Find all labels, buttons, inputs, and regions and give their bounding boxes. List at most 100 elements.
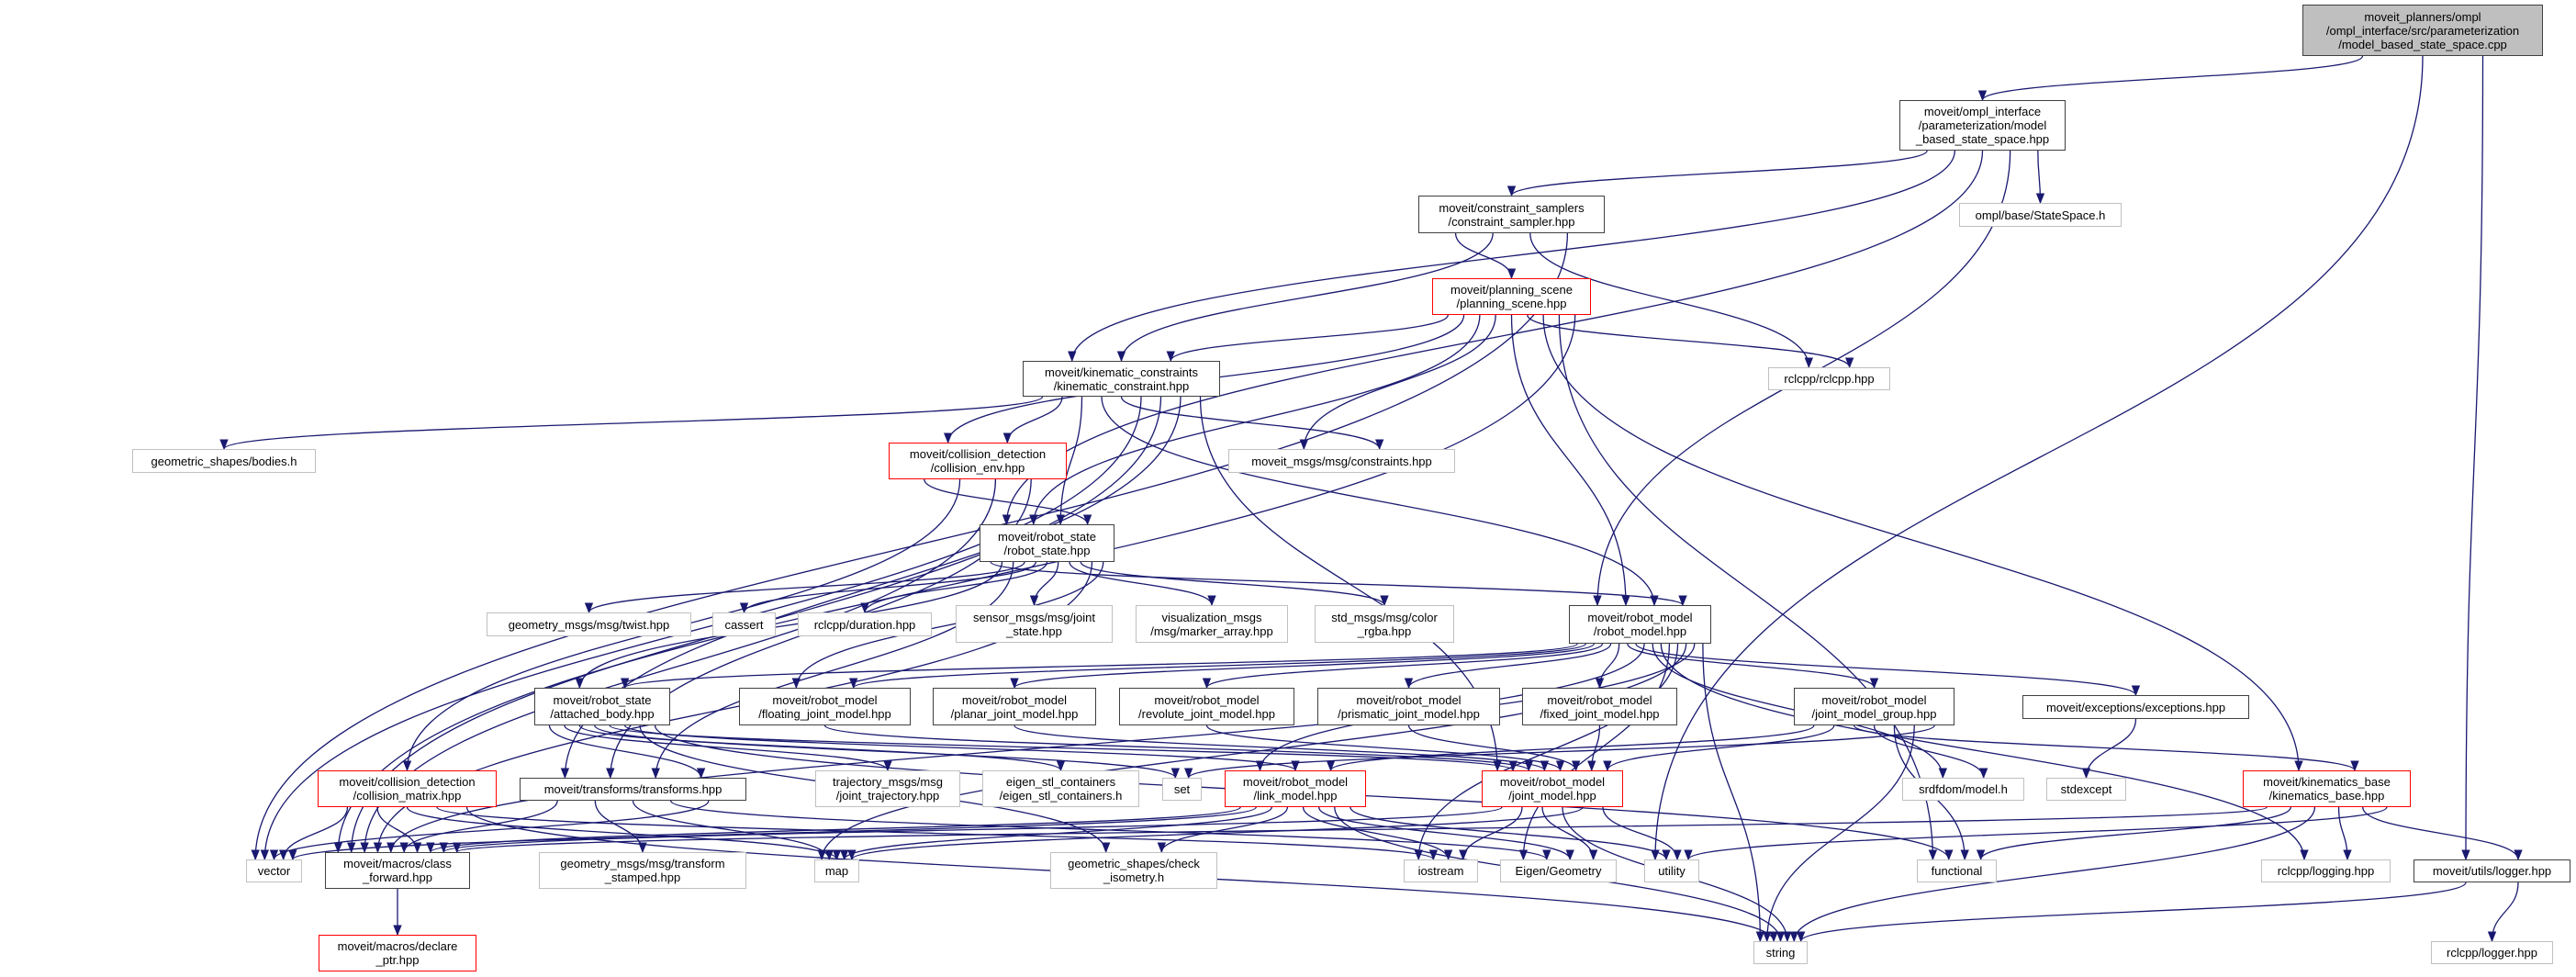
edge-kb-to-logging [2337,806,2352,861]
edge-rm-to-pris [1404,643,1612,690]
edge-ps-to-rm [1510,314,1630,607]
edge-cm-to-ios [436,806,1438,861]
edge-kb-to-string [1789,806,2316,943]
edge-rs-to-tf [651,561,1014,780]
edge-lm-to-iso [1157,806,1289,854]
edge-rs-to-std [1080,561,1389,607]
node-ss: ompl/base/StateSpace.h [1959,203,2122,227]
edge-kc-to-cenv [1002,396,1063,444]
node-estl: eigen_stl_containers /eigen_stl_containe… [982,770,1139,807]
node-lm[interactable]: moveit/robot_model /link_model.hpp [1225,770,1366,807]
edge-rs-to-sensor [1029,561,1059,607]
edge-tf-to-gtf [594,800,647,854]
edge-kb-to-func [1977,806,2291,861]
edge-kc-to-rm [1101,396,1659,607]
node-func: functional [1917,859,1997,882]
edge-jmg-to-srdf [1873,724,1988,780]
edge-lm-to-util [1350,806,1671,861]
edge-ps-to-rs [1029,314,1481,526]
node-planar[interactable]: moveit/robot_model /planar_joint_model.h… [933,688,1096,725]
node-traj: trajectory_msgs/msg /joint_trajectory.hp… [815,770,960,807]
edge-lm-to-vector [288,806,1257,861]
node-root[interactable]: moveit_planners/ompl /ompl_interface/src… [2302,5,2543,56]
node-cf[interactable]: moveit/macros/class _forward.hpp [325,852,470,889]
node-kc[interactable]: moveit/kinematic_constraints /kinematic_… [1023,361,1220,397]
node-cm[interactable]: moveit/collision_detection /collision_ma… [318,770,497,807]
edge-cm-to-map [406,806,842,861]
node-float[interactable]: moveit/robot_model /floating_joint_model… [739,688,911,725]
edge-rm-to-rev [1203,643,1604,690]
edge-mbss-to-cs [1507,150,1928,197]
edge-root-to-mbss [1978,55,2364,102]
edge-rs-to-duration [860,561,1048,614]
edge-jmg-to-set [1184,724,1935,780]
node-cs[interactable]: moveit/constraint_samplers /constraint_s… [1418,196,1605,233]
node-jmg[interactable]: moveit/robot_model /joint_model_group.hp… [1794,688,1954,725]
edge-cm-to-cf [376,806,422,854]
node-rs[interactable]: moveit/robot_state /robot_state.hpp [980,524,1114,562]
edge-float-to-jm [823,724,1533,772]
edge-mbss-to-kc [1068,150,1955,363]
edge-cs-to-ps [1454,232,1517,280]
node-rclcpp: rclcpp/rclcpp.hpp [1768,367,1890,390]
edge-rev-to-jm [1205,724,1565,772]
node-gtf: geometry_msgs/msg/transform _stamped.hpp [539,852,746,889]
node-jm[interactable]: moveit/robot_model /joint_model.hpp [1482,770,1623,807]
node-stdexc: stdexcept [2046,778,2126,801]
edge-exc-to-stdexc [2081,718,2137,780]
node-rm[interactable]: moveit/robot_model /robot_model.hpp [1569,605,1711,644]
node-string: string [1753,941,1808,964]
edge-jm-to-util [1602,806,1682,861]
edge-rs-to-vis [1069,561,1216,607]
node-twist: geometry_msgs/msg/twist.hpp [487,612,691,636]
edge-kb-to-cf [453,806,2268,854]
edge-cm-to-vector [279,806,349,861]
edge-jmg-to-jm [1603,724,1835,772]
edge-rm-to-ab [621,643,1578,690]
edge-kc-to-vector [260,396,1142,861]
edge-kc-to-cons [1120,396,1384,451]
edge-tf-to-vector [269,800,710,861]
node-map: map [814,859,859,882]
edge-rs-to-float [791,561,1104,690]
node-cons: moveit_msgs/msg/constraints.hpp [1228,449,1455,473]
edge-logger-to-rlogger [2487,882,2519,943]
node-vector: vector [246,859,302,882]
node-bodies: geometric_shapes/bodies.h [132,449,316,473]
edge-jm-to-ios [1459,806,1523,861]
node-ab[interactable]: moveit/robot_state /attached_body.hpp [534,688,670,725]
edge-ab-to-estl [578,724,1065,772]
edge-ps-to-kc [1166,314,1449,363]
node-tf[interactable]: moveit/transforms/transforms.hpp [520,778,746,801]
node-rev[interactable]: moveit/robot_model /revolute_joint_model… [1119,688,1294,725]
node-iso: geometric_shapes/check _isometry.h [1050,852,1217,889]
edge-lm-to-cf [426,806,1241,854]
node-fixed[interactable]: moveit/robot_model /fixed_joint_model.hp… [1522,688,1677,725]
node-mbss[interactable]: moveit/ompl_interface /parameterization/… [1899,100,2066,151]
edge-cenv-to-rs [924,478,1092,526]
edge-kb-to-util [1684,806,2388,861]
node-cenv[interactable]: moveit/collision_detection /collision_en… [889,443,1067,479]
node-eigen: Eigen/Geometry [1500,859,1617,882]
node-srdf: srdfdom/model.h [1902,778,2024,801]
edge-mbss-to-ss [2035,150,2045,205]
node-pris[interactable]: moveit/robot_model /prismatic_joint_mode… [1317,688,1500,725]
edge-ps-to-cons [1299,314,1496,451]
node-vis: visualization_msgs /msg/marker_array.hpp [1136,605,1288,643]
edge-jmg-to-string [1763,724,1915,943]
edge-cs-to-rclcpp [1529,232,1813,369]
node-logging: rclcpp/logging.hpp [2261,859,2391,882]
edge-rm-to-fixed [1595,643,1620,690]
edge-ab-to-tf [548,724,706,780]
edge-tf-to-map [632,800,834,861]
node-kb[interactable]: moveit/kinematics_base /kinematics_base.… [2243,770,2411,807]
node-dptr[interactable]: moveit/macros/declare _ptr.hpp [319,935,476,971]
node-ps[interactable]: moveit/planning_scene /planning_scene.hp… [1432,278,1591,315]
node-cassert: cassert [712,612,776,636]
node-logger[interactable]: moveit/utils/logger.hpp [2414,859,2570,882]
edge-ps-to-kb [1542,314,2303,772]
edge-jm-to-map [847,806,1584,861]
node-exc[interactable]: moveit/exceptions/exceptions.hpp [2022,695,2249,719]
edge-logger-to-string [1797,882,2467,943]
